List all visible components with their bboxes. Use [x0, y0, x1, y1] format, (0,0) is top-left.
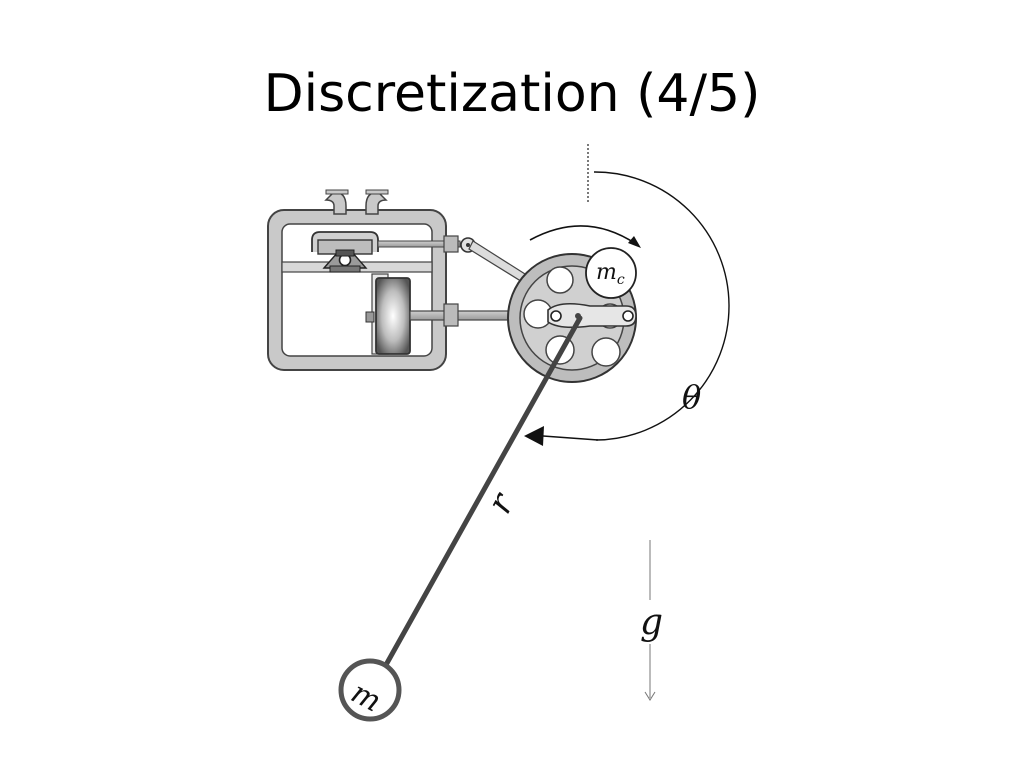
cylinder [365, 273, 411, 355]
theta-arrowhead [524, 426, 544, 446]
rotation-arrow [529, 225, 637, 245]
slide-title: Discretization (4/5) [263, 64, 761, 124]
theta-arc [593, 171, 730, 441]
crank-arm [547, 302, 637, 329]
pendulum-mass [338, 658, 402, 722]
theta-label: θ [682, 378, 701, 416]
piston [375, 277, 411, 355]
steam-engine [267, 189, 561, 371]
slide-valve [311, 231, 379, 273]
length-label: r [480, 486, 524, 521]
valve-rod [377, 240, 461, 248]
counterweight-mass [585, 247, 637, 299]
gravity-label: g [640, 602, 663, 643]
flywheel [507, 253, 637, 383]
gravity-arrowhead [644, 691, 656, 701]
pendulum-rod [379, 315, 583, 675]
counterweight-label: mc [596, 260, 625, 288]
